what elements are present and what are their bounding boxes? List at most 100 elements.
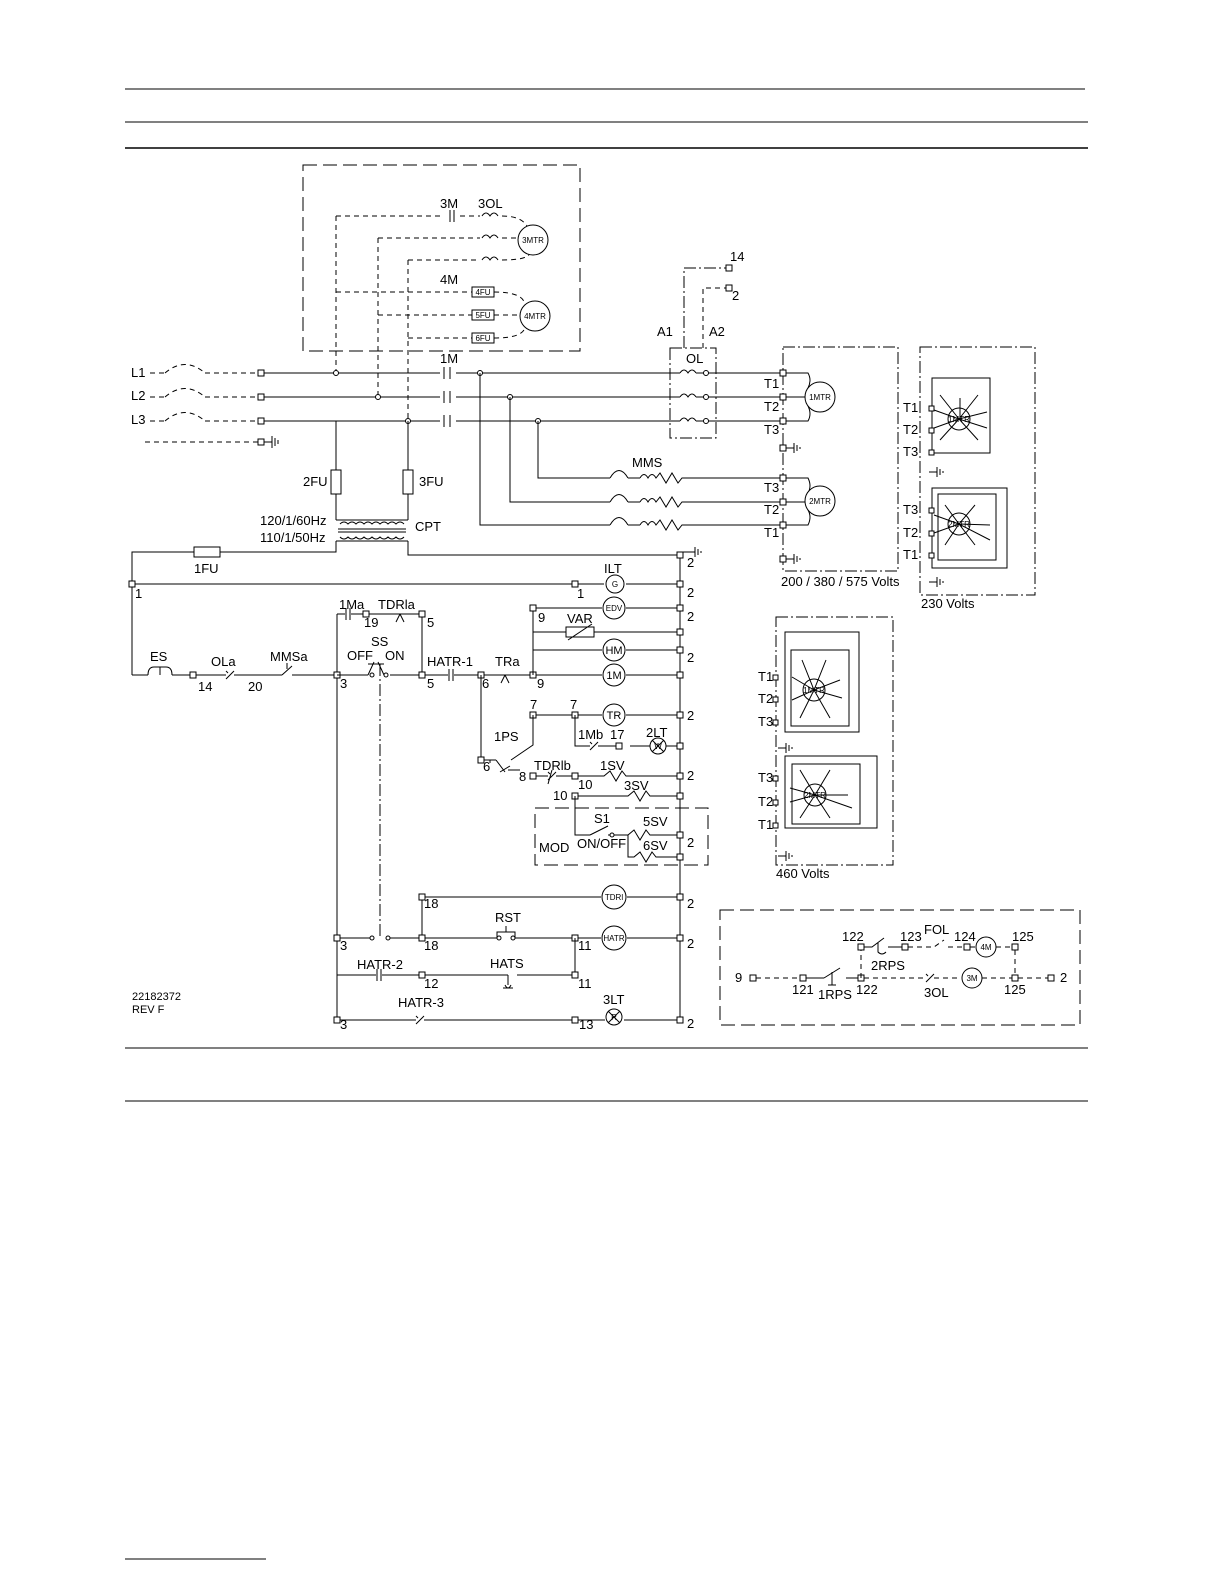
wire-121-label: 121 bbox=[792, 982, 814, 997]
c460-2-t3-label: T3 bbox=[758, 770, 773, 785]
pilot-2lt-label: 2LT bbox=[646, 725, 667, 740]
coil-3m-label: 3M bbox=[966, 974, 977, 983]
aux-motor-box bbox=[302, 164, 581, 352]
wire-10-b-label: 10 bbox=[553, 788, 567, 803]
rps-wire-9-label: 9 bbox=[735, 970, 742, 985]
mtr1-t1-label: T1 bbox=[764, 376, 779, 391]
c230-t3-label: T3 bbox=[903, 444, 918, 459]
c230-t2-label: T2 bbox=[903, 422, 918, 437]
wire-12-label: 12 bbox=[424, 976, 438, 991]
pilot-3lt-letter: R bbox=[611, 1013, 617, 1022]
wire-122-a-label: 122 bbox=[842, 929, 864, 944]
aux-1ma-label: 1Ma bbox=[339, 597, 365, 612]
motor-1mtr bbox=[804, 381, 836, 413]
drawing-revision: REV F bbox=[132, 1004, 165, 1016]
aux-a2-label: A2 bbox=[709, 324, 725, 339]
motor-4mtr bbox=[519, 300, 551, 332]
wire-5-top-label: 5 bbox=[427, 615, 434, 630]
wire-11-label: 11 bbox=[578, 938, 592, 953]
wire-13-label: 13 bbox=[579, 1017, 593, 1032]
valve-edv bbox=[602, 596, 626, 620]
wire-2-r8: 2 bbox=[687, 896, 694, 911]
switch-onoff-label: ON/OFF bbox=[577, 836, 626, 851]
wire-2-r5: 2 bbox=[687, 708, 694, 723]
tdrlb-label: TDRlb bbox=[534, 758, 571, 773]
fuse-5fu-label: 5FU bbox=[475, 311, 490, 320]
motor-3mtr bbox=[517, 224, 549, 256]
hatr1-label: HATR-1 bbox=[427, 654, 473, 669]
wire-2-r6: 2 bbox=[687, 768, 694, 783]
mtr2-t2-label: T2 bbox=[764, 502, 779, 517]
c460-1mtr-star: 1MTR bbox=[784, 631, 860, 733]
rail-terminals bbox=[676, 551, 684, 1024]
pilot-ilt-label: ILT bbox=[604, 561, 622, 576]
reset-rst-label: RST bbox=[495, 910, 521, 925]
temp-switch-hats-label: HATS bbox=[490, 956, 524, 971]
aux-control-box: 9 121 1RPS 122 3OL 3M 125 2 122 2RPS 123… bbox=[719, 909, 1081, 1026]
motor-3mtr-label: 3MTR bbox=[522, 236, 544, 245]
wire-17-label: 17 bbox=[610, 727, 624, 742]
c460-2mtr-star: 2MTR bbox=[784, 755, 878, 829]
c460-2-t1-label: T1 bbox=[758, 817, 773, 832]
fuse-4fu-label: 4FU bbox=[475, 288, 490, 297]
estop-es-label: ES bbox=[150, 649, 168, 664]
mtr2-t1-label: T1 bbox=[764, 525, 779, 540]
control-circuit: 1FU 1 1 G ILT ES OLa 14 20 MMSa 3 1Ma bbox=[128, 541, 709, 1032]
tdrla-label: TDRla bbox=[378, 597, 416, 612]
solenoid-1sv-label: 1SV bbox=[600, 758, 625, 773]
c460-t2-label: T2 bbox=[758, 691, 773, 706]
wire-122-b-label: 122 bbox=[856, 982, 878, 997]
ola-label: OLa bbox=[211, 654, 236, 669]
wire-2-aux-label: 2 bbox=[732, 288, 739, 303]
rps2-label: 2RPS bbox=[871, 958, 905, 973]
pilot-ilt-letter: G bbox=[612, 580, 618, 589]
wire-18-a-label: 18 bbox=[424, 896, 438, 911]
solenoid-3sv-label: 3SV bbox=[624, 778, 649, 793]
wire-125-b-label: 125 bbox=[1004, 982, 1026, 997]
power-section: 3MTR 3M 3OL 4M 4FU 5FU 6FU 4MTR L1 L2 L3 bbox=[131, 164, 1036, 881]
timer-tr bbox=[602, 703, 626, 727]
aux-1mb-label: 1Mb bbox=[578, 727, 603, 742]
fuse-1fu-label: 1FU bbox=[194, 561, 219, 576]
c230-2-t1-label: T1 bbox=[903, 547, 918, 562]
volts-200-label: 200 / 380 / 575 Volts bbox=[781, 574, 900, 589]
cpt-label: CPT bbox=[415, 519, 441, 534]
wire-3-b-label: 3 bbox=[340, 938, 347, 953]
wire-6-b-label: 6 bbox=[483, 759, 490, 774]
cpt-50hz-label: 110/1/50Hz bbox=[260, 530, 326, 545]
hour-meter-hm-label: HM bbox=[605, 645, 622, 657]
overload-ol-label: OL bbox=[686, 351, 703, 366]
wire-2-r9: 2 bbox=[687, 936, 694, 951]
wire-124-label: 124 bbox=[954, 929, 976, 944]
line-l3-label: L3 bbox=[131, 412, 145, 427]
c230-2mtr-star: 2MTR bbox=[931, 487, 1008, 569]
transformer-cpt bbox=[336, 519, 408, 542]
relay-hatr bbox=[601, 925, 627, 951]
pilot-light-ilt bbox=[605, 574, 625, 594]
rps-wire-2-label: 2 bbox=[1060, 970, 1067, 985]
motor-box-200v bbox=[782, 346, 899, 572]
valve-edv-label: EDV bbox=[606, 604, 623, 613]
cpt-60hz-label: 120/1/60Hz bbox=[260, 513, 327, 528]
c230-1mtr-star: 1MTR bbox=[931, 377, 991, 454]
timer-tr-label: TR bbox=[607, 710, 622, 722]
line-l2-label: L2 bbox=[131, 388, 145, 403]
wire-2-r10: 2 bbox=[687, 1016, 694, 1031]
wire-18-b-label: 18 bbox=[424, 938, 438, 953]
aux-a1-label: A1 bbox=[657, 324, 673, 339]
relay-hatr-label: HATR bbox=[603, 934, 624, 943]
wire-19-label: 19 bbox=[364, 615, 378, 630]
wire-1-label: 1 bbox=[135, 586, 142, 601]
wire-2-r3: 2 bbox=[687, 609, 694, 624]
selector-ss-label: SS bbox=[371, 634, 389, 649]
hatr2-label: HATR-2 bbox=[357, 957, 403, 972]
wire-10-label: 10 bbox=[578, 777, 592, 792]
pilot-2lt-letter: W bbox=[654, 742, 662, 751]
fuse-2fu bbox=[330, 469, 342, 495]
pilot-3lt-label: 3LT bbox=[603, 992, 624, 1007]
motor-box-230v bbox=[919, 346, 1036, 596]
wire-11-b-label: 11 bbox=[578, 976, 592, 991]
motor-box-460v bbox=[775, 616, 894, 866]
volts-230-label: 230 Volts bbox=[921, 596, 975, 611]
